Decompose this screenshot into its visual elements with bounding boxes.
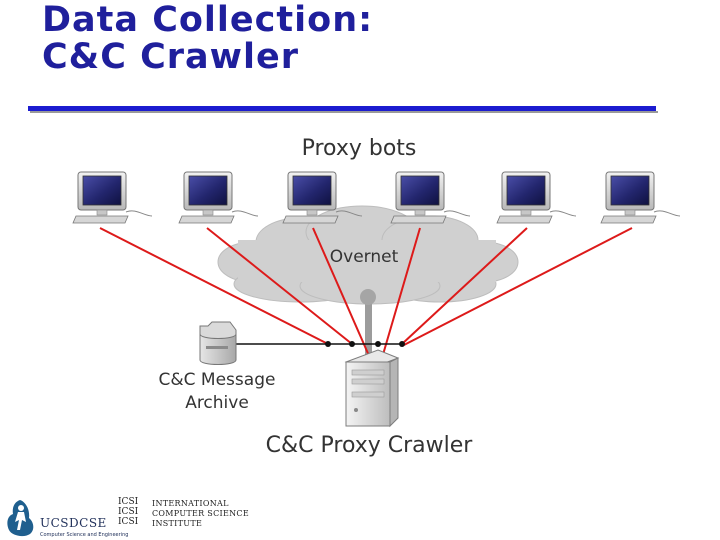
- slide-title-line-1: Data Collection:: [42, 0, 374, 40]
- icsi-name-line-1: International: [152, 499, 229, 508]
- diagram-heading: Proxy bots: [302, 136, 417, 161]
- bot-link-6: [401, 227, 633, 347]
- proxy-bot-2-computer-icon: [178, 171, 259, 224]
- bot-link-1: [99, 227, 329, 345]
- icsi-mark-line-1: ICSI: [118, 497, 139, 507]
- message-archive-database-icon: [199, 321, 237, 365]
- bot-link-2: [206, 227, 353, 345]
- ucsd-logo-text: UCSDCSE: [40, 516, 107, 530]
- bot-link-3: [312, 227, 371, 359]
- icsi-name: International Computer Science Institute: [152, 499, 249, 529]
- slide-title: Data Collection: C&C Crawler: [42, 2, 373, 76]
- bot-link-5: [401, 227, 528, 345]
- overnet-antenna: [360, 289, 376, 356]
- ucsd-cse-logo: UCSDCSE Computer Science and Engineering: [4, 496, 128, 540]
- archive-link: [222, 341, 405, 347]
- icsi-mark-line-2: ICSI: [118, 507, 139, 517]
- archive-label-line-1: C&C Message: [159, 370, 276, 390]
- ucsd-figure-icon: [7, 500, 34, 537]
- slide-title-line-2: C&C Crawler: [42, 37, 299, 77]
- ucsd-logo-subtext: Computer Science and Engineering: [40, 532, 129, 538]
- icsi-name-line-2: Computer Science: [152, 509, 249, 518]
- proxy-bot-5-computer-icon: [496, 171, 577, 224]
- icsi-mark: ICSI ICSI ICSI: [118, 498, 138, 528]
- archive-label-line-2: Archive: [185, 393, 249, 413]
- title-divider: [28, 106, 656, 111]
- overnet-label: Overnet: [330, 247, 399, 267]
- proxy-bot-1-computer-icon: [72, 171, 153, 224]
- icsi-mark-line-3: ICSI: [118, 517, 139, 527]
- icsi-name-line-3: Institute: [152, 519, 203, 528]
- icsi-logo: ICSI ICSI ICSI International Computer Sc…: [118, 498, 258, 534]
- overnet-cloud: Overnet: [217, 205, 519, 305]
- crawler-label: C&C Proxy Crawler: [266, 433, 474, 458]
- title-divider-shadow: [30, 111, 658, 113]
- proxy-bot-6-computer-icon: [600, 171, 681, 224]
- footer-logos: UCSDCSE Computer Science and Engineering…: [0, 490, 260, 540]
- crawler-server-icon: [344, 349, 400, 428]
- bot-link-4: [381, 227, 421, 359]
